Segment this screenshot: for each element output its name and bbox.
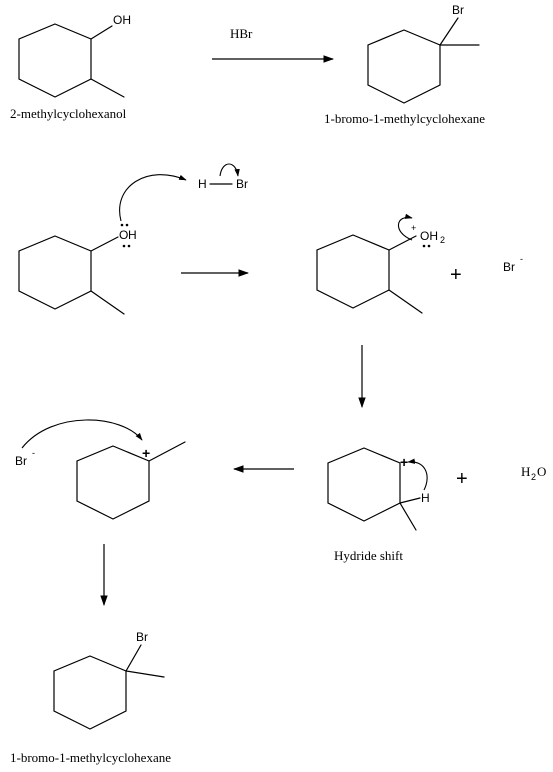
product-name: 1-bromo-1-methylcyclohexane <box>324 111 485 126</box>
lone-pair-dot <box>125 223 129 227</box>
bond-break-curved-arrow <box>219 163 240 177</box>
oxonium-intermediate: OH 2 + <box>316 223 445 314</box>
product-1-bromo-1-methylcyclohexane: Br <box>367 3 480 104</box>
tertiary-carbocation: + <box>76 441 186 520</box>
oxonium-label: OH <box>420 229 438 243</box>
alcohol-reactant: O H <box>18 223 137 315</box>
bromide-ion: Br - <box>503 254 523 274</box>
methyl-bond <box>388 289 423 314</box>
bromide-attack-curved-arrow <box>21 419 143 449</box>
bromide-label: Br <box>503 260 515 274</box>
methyl-bond <box>148 441 186 462</box>
bromide-charge: - <box>520 254 523 264</box>
reactant-2-methylcyclohexanol: OH <box>18 13 131 98</box>
hydrogen-label: H <box>198 177 207 191</box>
oxygen-label: O <box>119 228 128 242</box>
water-o-label: O <box>537 464 546 479</box>
c-o-bond <box>90 25 113 40</box>
plus-sign: + <box>450 264 462 286</box>
reactant-name: 2-methylcyclohexanol <box>10 106 127 121</box>
c-br-bond <box>439 17 459 46</box>
bromine-label: Br <box>452 3 464 17</box>
bromine-label: Br <box>236 177 248 191</box>
c-o-bond <box>90 236 119 252</box>
bromide-label: Br <box>15 454 27 468</box>
bromide-nucleophile: Br - <box>15 448 35 468</box>
final-product-name: 1-bromo-1-methylcyclohexane <box>10 750 171 765</box>
c-br-bond <box>125 644 142 672</box>
methyl-bond <box>90 78 125 98</box>
carbocation-charge: + <box>400 454 408 470</box>
hydroxyl-label: OH <box>113 13 131 27</box>
c-o-bond <box>388 235 417 251</box>
methyl-bond <box>399 502 417 531</box>
methyl-bond <box>125 670 165 678</box>
lone-pair-dot <box>427 244 431 248</box>
water-molecule: H 2 O <box>521 464 546 482</box>
lone-pair-dot <box>127 244 131 248</box>
lone-pair-dot <box>120 223 124 227</box>
carbocation-charge: + <box>142 445 150 461</box>
cyclohexane-ring <box>316 234 390 309</box>
cyclohexane-ring <box>18 235 92 310</box>
water-h-label: H <box>521 464 530 479</box>
secondary-carbocation: H + <box>327 447 430 531</box>
cyclohexane-ring <box>53 655 127 730</box>
hbr-molecule: H Br <box>198 177 248 191</box>
water-subscript: 2 <box>531 472 536 482</box>
cyclohexane-ring <box>367 29 441 104</box>
c-h-bond <box>399 497 421 504</box>
cyclohexane-ring <box>76 445 150 520</box>
hydrogen-label: H <box>128 228 137 242</box>
oxonium-subscript: 2 <box>440 235 445 245</box>
lone-pair-dot <box>122 244 126 248</box>
cyclohexane-ring <box>18 23 92 98</box>
c-o-break-curved-arrow <box>397 213 413 241</box>
plus-sign: + <box>456 468 468 490</box>
hydrogen-label: H <box>421 491 430 505</box>
final-product: Br <box>53 630 165 730</box>
oxygen-attack-curved-arrow <box>119 174 187 222</box>
oxonium-charge: + <box>411 223 416 233</box>
lone-pair-dot <box>422 244 426 248</box>
methyl-bond <box>90 290 125 315</box>
hydride-shift-label: Hydride shift <box>334 548 403 563</box>
reagent-label: HBr <box>230 26 253 41</box>
hydride-shift-curved-arrow <box>407 458 428 491</box>
bromine-label: Br <box>136 630 148 644</box>
bromide-charge: - <box>32 448 35 458</box>
cyclohexane-ring <box>327 447 401 522</box>
